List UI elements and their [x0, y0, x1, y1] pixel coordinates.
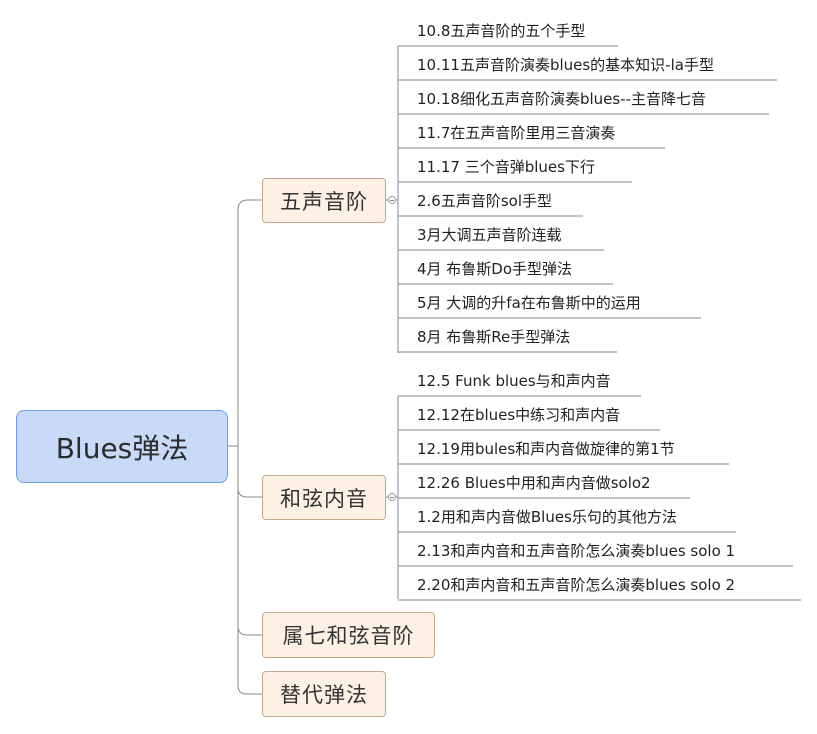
- collapse-toggle-icon[interactable]: [388, 493, 396, 501]
- subtopic-item[interactable]: 1.2用和声内音做Blues乐句的其他方法: [417, 508, 677, 526]
- subtopic-item[interactable]: 2.6五声音阶sol手型: [417, 192, 553, 210]
- subtopic-item[interactable]: 10.8五声音阶的五个手型: [417, 22, 586, 40]
- subtopic-item[interactable]: 12.26 Blues中用和声内音做solo2: [417, 474, 651, 492]
- branch-topic-substitution[interactable]: 替代弹法: [262, 671, 386, 717]
- subtopic-item[interactable]: 11.7在五声音阶里用三音演奏: [417, 124, 616, 142]
- subtopic-item[interactable]: 4月 布鲁斯Do手型弹法: [417, 260, 573, 278]
- subtopic-item[interactable]: 10.18细化五声音阶演奏blues--主音降七音: [417, 90, 707, 108]
- collapse-toggle-icon[interactable]: [388, 196, 396, 204]
- root-topic-label: Blues弹法: [55, 431, 189, 465]
- branch-topic-label: 和弦内音: [280, 486, 368, 511]
- branch-topic-chord-tones[interactable]: 和弦内音: [262, 475, 386, 520]
- subtopic-item[interactable]: 3月大调五声音阶连载: [417, 226, 562, 244]
- branch-topic-pentatonic[interactable]: 五声音阶: [262, 178, 386, 223]
- subtopic-item[interactable]: 8月 布鲁斯Re手型弹法: [417, 328, 571, 346]
- branch-topic-dominant-seventh[interactable]: 属七和弦音阶: [262, 612, 435, 658]
- root-topic[interactable]: Blues弹法: [16, 410, 228, 483]
- subtopic-item[interactable]: 12.5 Funk blues与和声内音: [417, 372, 611, 390]
- branch-topic-label: 替代弹法: [280, 683, 368, 707]
- subtopic-item[interactable]: 12.19用bules和声内音做旋律的第1节: [417, 440, 675, 458]
- subtopic-item[interactable]: 2.20和声内音和五声音阶怎么演奏blues solo 2: [417, 576, 736, 594]
- branch-topic-label: 属七和弦音阶: [282, 624, 415, 648]
- subtopic-item[interactable]: 12.12在blues中练习和声内音: [417, 406, 621, 424]
- branch-topic-label: 五声音阶: [280, 189, 368, 214]
- subtopic-item[interactable]: 5月 大调的升fa在布鲁斯中的运用: [417, 294, 641, 312]
- subtopic-item[interactable]: 2.13和声内音和五声音阶怎么演奏blues solo 1: [417, 542, 736, 560]
- subtopic-item[interactable]: 10.11五声音阶演奏blues的基本知识-la手型: [417, 56, 714, 74]
- subtopic-item[interactable]: 11.17 三个音弹blues下行: [417, 158, 595, 176]
